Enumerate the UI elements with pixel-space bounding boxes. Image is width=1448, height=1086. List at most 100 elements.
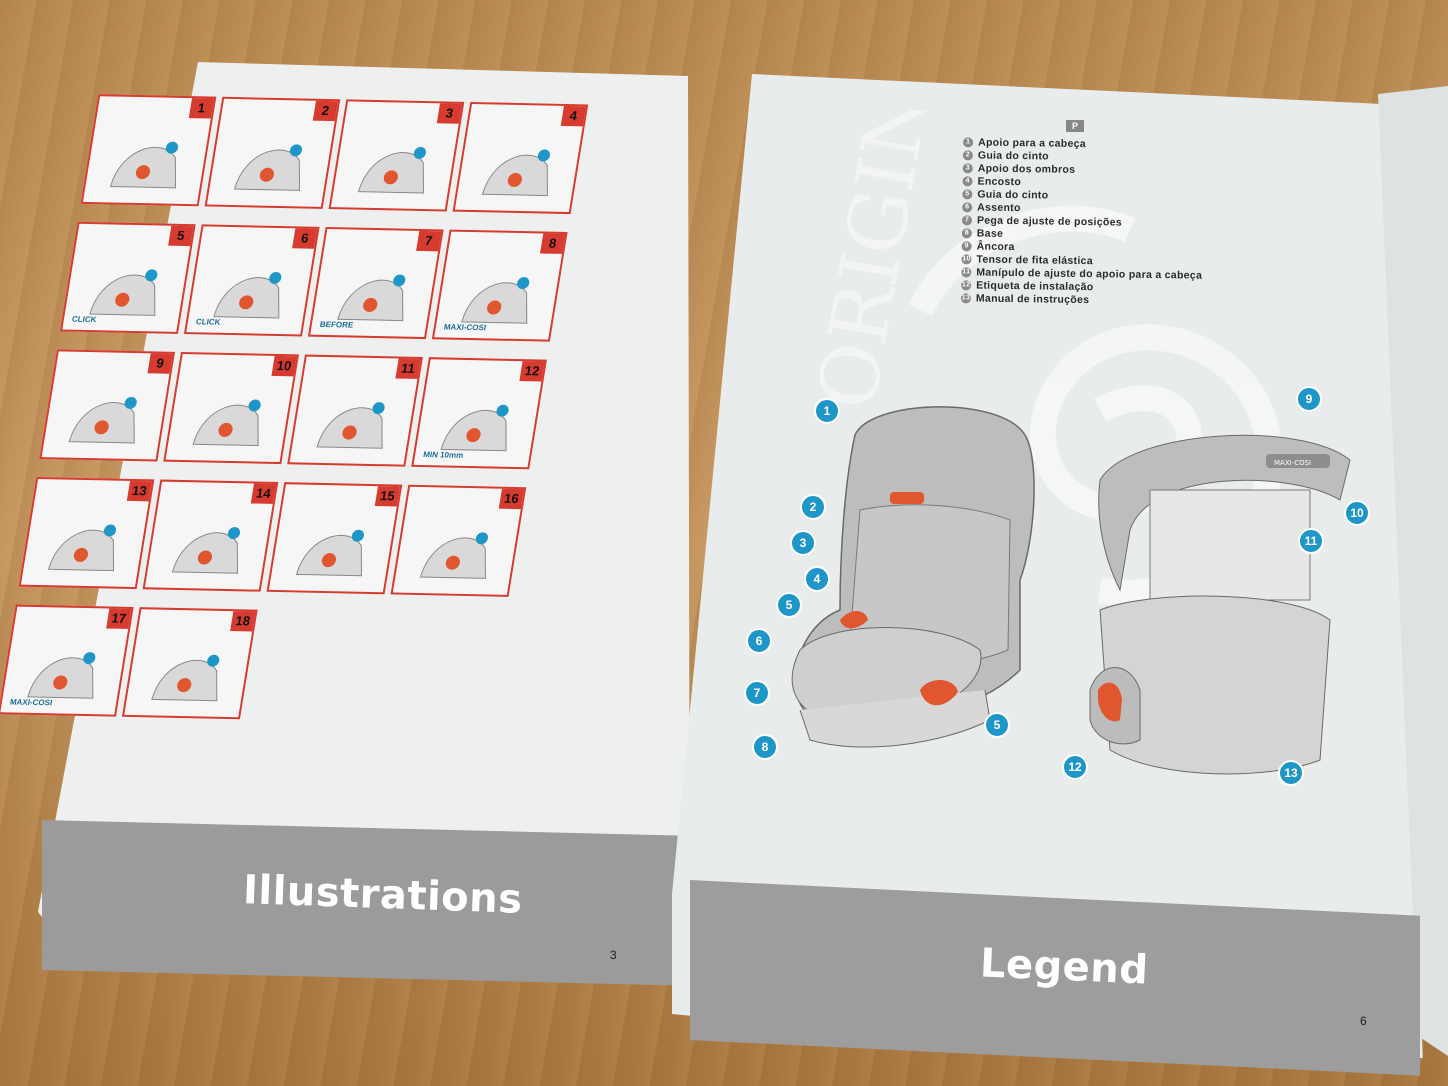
panel-sketch xyxy=(89,269,158,316)
language-tag: P xyxy=(1066,120,1084,132)
legend-number: 5 xyxy=(962,189,973,200)
panel-tag: CLICK xyxy=(195,317,222,327)
legend-text: Guia do cinto xyxy=(977,188,1049,202)
legend-number: 3 xyxy=(962,163,973,174)
watermark-swirl: ORIGINAL xyxy=(800,110,1283,606)
panel-sketch xyxy=(295,529,364,577)
panel-tag: BEFORE xyxy=(319,319,354,330)
illustration-panel: 2 xyxy=(204,96,341,209)
illustration-panel: 9 xyxy=(39,349,176,462)
legend-text: Pega de ajuste de posições xyxy=(976,214,1123,229)
illustration-panel: 15 xyxy=(266,482,403,595)
panel-sketch xyxy=(419,532,488,579)
illustration-panel: 14 xyxy=(142,479,279,592)
panel-number: 5 xyxy=(168,225,194,247)
legend-text: Assento xyxy=(977,201,1021,215)
panel-number: 9 xyxy=(147,353,173,374)
legend-number: 7 xyxy=(961,215,973,226)
left-footer-title: Illustrations xyxy=(242,867,524,923)
illustration-panel: 16 xyxy=(390,484,527,597)
illustration-panel: 11 xyxy=(287,354,423,467)
panel-tag: MAXI-COSI xyxy=(9,697,53,708)
callout-10: 10 xyxy=(1344,500,1370,526)
panel-sketch xyxy=(481,149,550,197)
callout-8: 8 xyxy=(752,734,778,760)
panel-sketch xyxy=(337,274,406,322)
panel-number: 13 xyxy=(126,480,153,502)
left-page-number: 3 xyxy=(610,948,617,962)
illustration-panel: 13 xyxy=(18,476,155,590)
panel-sketch xyxy=(233,144,303,191)
panel-number: 14 xyxy=(250,483,277,504)
panel-sketch xyxy=(151,654,220,702)
illustration-panel: 3 xyxy=(328,99,465,212)
panel-number: 4 xyxy=(560,105,586,127)
panel-tag: CLICK xyxy=(71,314,98,325)
legend-number: 11 xyxy=(961,267,972,278)
right-page-number: 6 xyxy=(1360,1014,1367,1028)
panel-number: 6 xyxy=(292,228,318,249)
panel-number: 18 xyxy=(230,611,256,632)
legend-text: Etiqueta de instalação xyxy=(976,279,1094,294)
callout-4: 4 xyxy=(804,566,830,592)
panel-number: 11 xyxy=(395,358,421,379)
legend-text: Tensor de fita elástica xyxy=(976,253,1093,268)
brand-label: MAXI-COSI xyxy=(1274,459,1311,467)
right-footer-title: Legend xyxy=(979,940,1150,994)
legend-number: 4 xyxy=(962,176,973,187)
legend-text: Guia do cinto xyxy=(977,149,1049,163)
callout-3: 3 xyxy=(790,530,816,556)
panel-tag: MAXI-COSI xyxy=(443,322,487,333)
panel-sketch xyxy=(27,652,96,699)
panel-number: 16 xyxy=(498,488,524,510)
panel-sketch xyxy=(213,271,282,319)
panel-sketch xyxy=(461,277,530,324)
callout-6: 6 xyxy=(746,628,772,654)
panel-sketch xyxy=(68,396,137,444)
legend-text: Base xyxy=(976,227,1004,240)
panel-number: 15 xyxy=(374,486,400,507)
illustration-panel: 1 xyxy=(80,94,217,207)
panel-number: 7 xyxy=(416,230,442,252)
callout-11: 11 xyxy=(1298,528,1324,554)
legend-number: 13 xyxy=(960,293,971,304)
panel-sketch xyxy=(316,402,385,449)
illustration-panel: 4 xyxy=(452,101,589,215)
panel-number: 17 xyxy=(106,608,132,629)
legend-number: 12 xyxy=(961,280,972,291)
back-seat-drawing: MAXI-COSI xyxy=(1089,434,1351,775)
legend-text: Apoio para a cabeça xyxy=(978,136,1087,151)
callout-5: 5 xyxy=(776,592,802,618)
panel-sketch xyxy=(109,141,179,189)
panel-number: 8 xyxy=(540,233,566,254)
callout-1: 1 xyxy=(814,398,840,424)
callout-13: 13 xyxy=(1278,760,1304,786)
legend-text: Âncora xyxy=(976,240,1015,254)
legend-number: 9 xyxy=(961,241,972,252)
legend-number: 10 xyxy=(961,254,972,265)
legend-text: Apoio dos ombros xyxy=(977,162,1076,176)
callout-7: 7 xyxy=(744,680,770,706)
panel-sketch xyxy=(357,146,426,194)
illustration-panel: 10 xyxy=(163,351,299,465)
legend-number: 1 xyxy=(963,137,974,148)
illustration-panel: 18 xyxy=(121,607,258,720)
seat-illustrations: MAXI-COSI xyxy=(791,406,1351,775)
legend-number: 6 xyxy=(962,202,973,213)
callout-9: 9 xyxy=(1296,386,1322,412)
legend-number: 8 xyxy=(961,228,972,239)
legend-number: 2 xyxy=(962,150,973,161)
legend-text: Encosto xyxy=(977,175,1022,189)
panel-sketch xyxy=(47,524,117,572)
panel-sketch xyxy=(171,527,241,574)
callout-12: 12 xyxy=(1062,754,1088,780)
panel-sketch xyxy=(440,404,509,452)
